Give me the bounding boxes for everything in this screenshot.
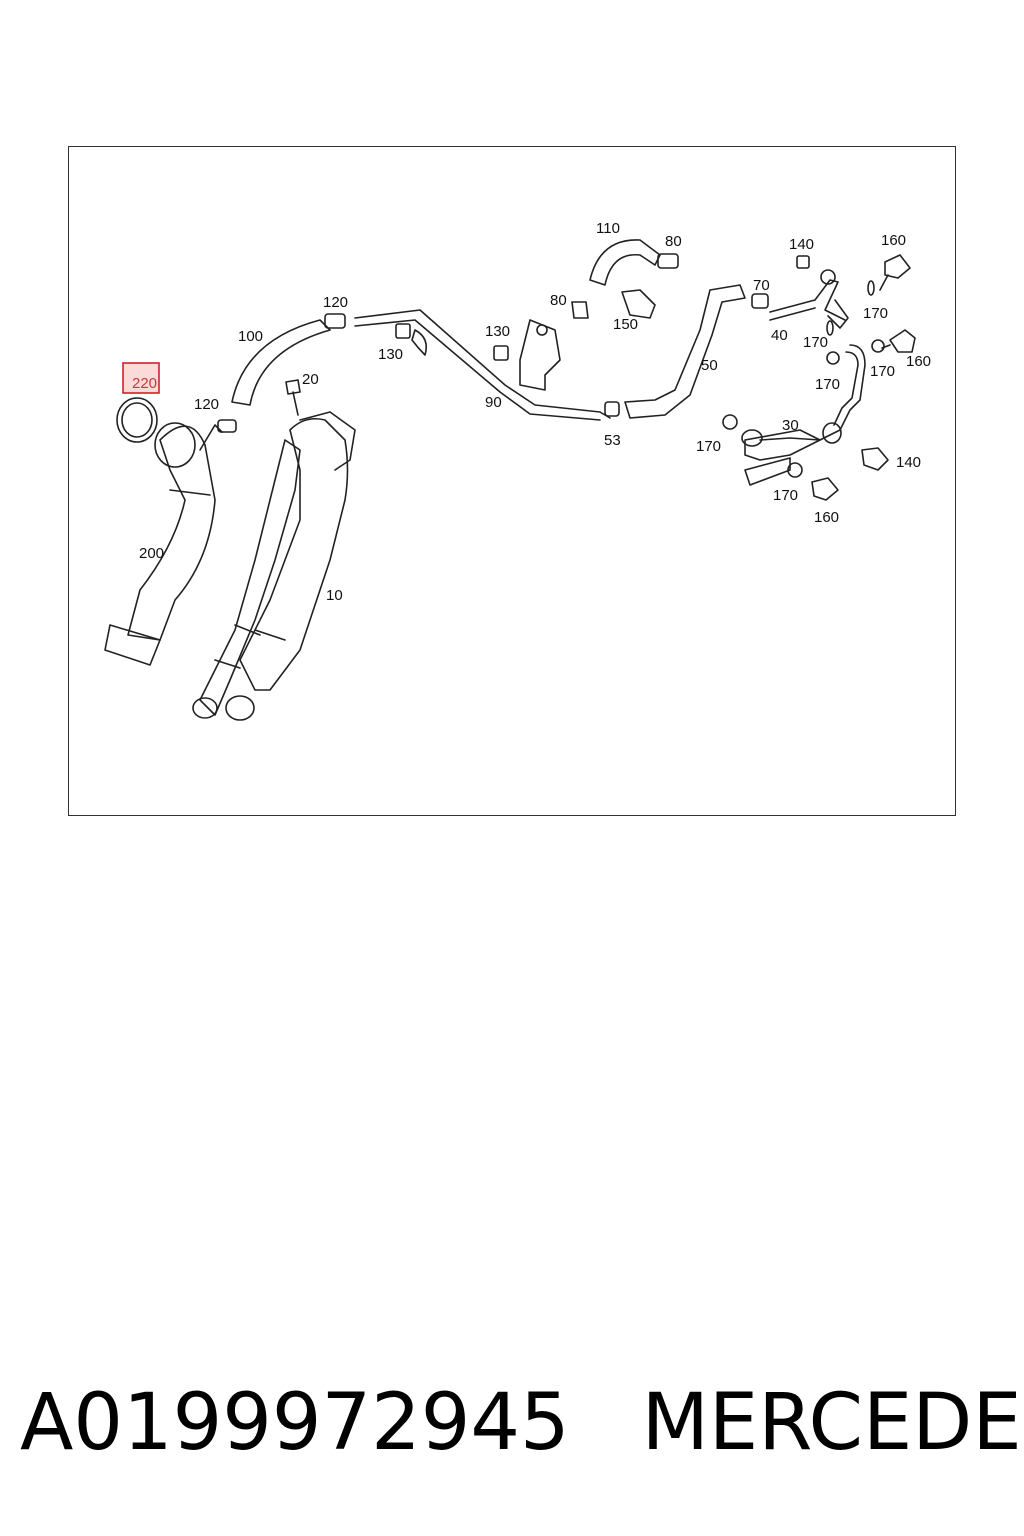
bracket-90 [519,319,561,391]
callout-130: 130 [485,323,510,340]
hose-50 [624,284,746,419]
callout-50: 50 [701,357,718,374]
bolt-130-b [493,345,509,361]
bolt-160-c [811,477,839,501]
callout-30: 30 [782,417,799,434]
callout-10: 10 [326,587,343,604]
callout-150: 150 [613,316,638,333]
callout-170: 170 [870,363,895,380]
washer-170-c [826,351,840,365]
bolt-20 [285,379,301,416]
callout-40: 40 [771,327,788,344]
callout-160: 160 [906,353,931,370]
washer-170-b [787,462,803,478]
clamp-70 [751,293,769,309]
washer-170-f [867,280,875,296]
bolt-140-b [861,447,889,471]
pipe-10 [192,411,356,721]
callout-90: 90 [485,394,502,411]
washer-170-a [722,414,738,430]
hose-100 [231,319,331,406]
pipe-30 [759,344,866,441]
callout-80: 80 [665,233,682,250]
washer-170-e [826,320,834,336]
callout-170: 170 [696,438,721,455]
callout-170: 170 [773,487,798,504]
callout-220: 220 [132,375,157,392]
callout-170: 170 [815,376,840,393]
clamp-80-a [657,253,679,269]
callout-80: 80 [550,292,567,309]
clamp-53 [604,401,620,417]
callout-110: 110 [596,220,620,237]
clamp-120-a [217,419,237,433]
callout-160: 160 [814,509,839,526]
bolt-140-a [796,255,810,269]
part-caption: A0199972945 MERCEDES [20,1368,1024,1478]
callout-70: 70 [753,277,770,294]
bolt-160-b [881,329,916,353]
brand-name: MERCEDES [641,1378,1024,1468]
part-150 [621,289,656,319]
pipe-90 [354,309,611,421]
callout-140: 140 [789,236,814,253]
highlight-box-220 [122,362,160,394]
callout-170: 170 [863,305,888,322]
hose-200 [104,422,223,666]
callout-170: 170 [803,334,828,351]
bolt-130-a [395,323,411,339]
washer-170-d [871,339,885,353]
callout-labels: 220 120 100 120 130 20 200 10 90 130 80 … [132,220,931,604]
callout-120: 120 [194,396,219,413]
callout-100: 100 [238,328,263,345]
clamp-120-b [324,313,346,329]
part-number: A0199972945 [20,1378,570,1468]
callout-140: 140 [896,454,921,471]
pipe-40 [769,279,846,321]
callout-53: 53 [604,432,621,449]
clip-80-b [571,301,589,319]
callout-130: 130 [378,346,403,363]
callout-120: 120 [323,294,348,311]
oring-220 [116,397,158,443]
callout-200: 200 [139,545,164,562]
hose-110 [589,239,661,286]
bolt-160-a [879,254,911,291]
callout-160: 160 [881,232,906,249]
callout-20: 20 [302,371,319,388]
